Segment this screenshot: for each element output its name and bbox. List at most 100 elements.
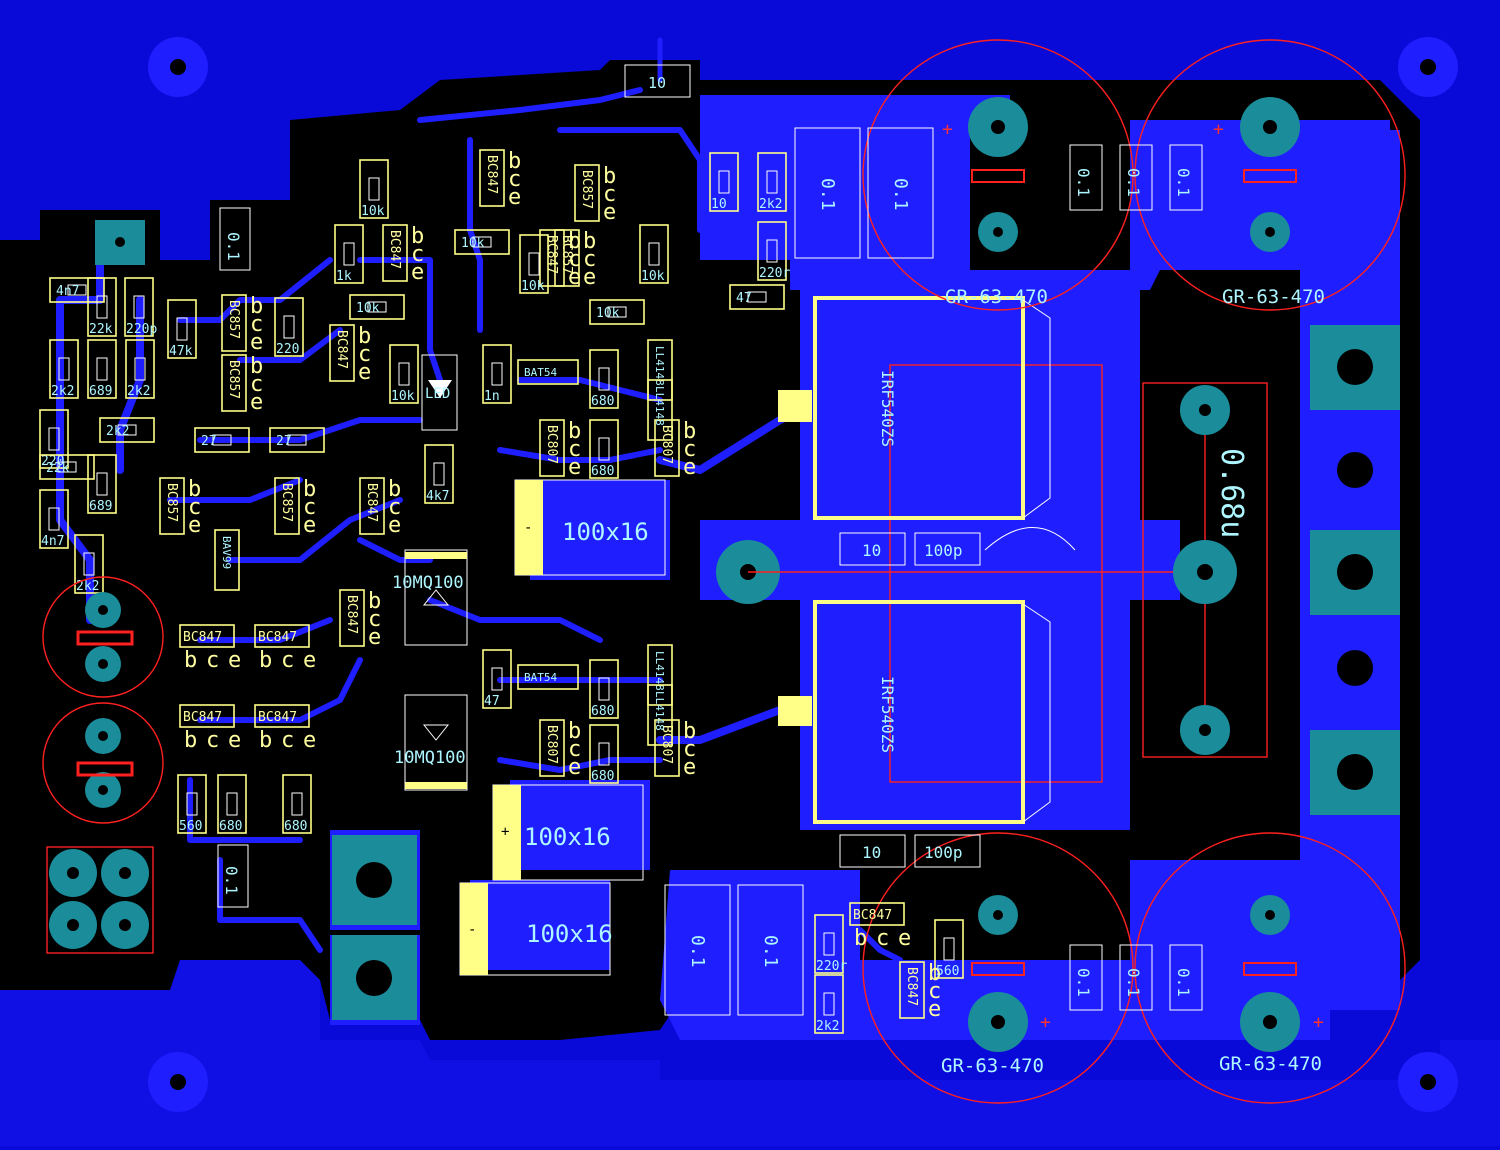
led: LED xyxy=(421,354,458,431)
resistor-label: 10k xyxy=(356,301,380,316)
film-cap-label: 0.1 xyxy=(1074,968,1093,997)
resistor-body xyxy=(598,742,610,766)
pin-letter: e xyxy=(508,185,521,210)
pin-letter: c xyxy=(683,737,696,762)
pin-letter: e xyxy=(411,260,424,285)
resistor-body xyxy=(133,295,145,319)
resistor-label: 680 xyxy=(591,394,614,409)
pin-letter: c xyxy=(250,312,263,337)
film-cap-label: 0.1 xyxy=(890,178,911,211)
resistor-body xyxy=(747,291,767,303)
transistor-outline xyxy=(574,164,600,222)
resistor-label: 10k xyxy=(521,279,545,294)
pin-letter: b xyxy=(184,728,197,753)
pin-letter: c xyxy=(568,247,581,272)
small-diode-outline xyxy=(517,664,579,690)
film-caps: 0.1 0.1 0.1 0.1 0.1 0.1 0.1 0.1 0.1 0.1 … xyxy=(217,127,1203,1016)
pin-letter: e xyxy=(568,265,581,290)
top-resistor: 10 xyxy=(624,64,691,98)
transistor-outline xyxy=(179,704,235,728)
resistor-body xyxy=(57,461,77,473)
resistor-body xyxy=(134,357,146,381)
film-cap-label: 0.1 xyxy=(687,935,708,968)
resistor-outline xyxy=(167,299,197,359)
pin-letter: c xyxy=(568,737,581,762)
pin-letter: c xyxy=(568,437,581,462)
gate-parts: 10 100p 10 100p xyxy=(839,527,1076,868)
pin-letter: c xyxy=(206,648,219,673)
pin-letter: e xyxy=(303,513,316,538)
electrolytic-cap-3: + GR-63-470 xyxy=(862,832,1134,1104)
resistor-outline xyxy=(87,339,117,399)
transistor-outline xyxy=(179,624,235,648)
cap-2-label: GR-63-470 xyxy=(1222,286,1325,308)
pin-letter: c xyxy=(411,242,424,267)
resistor-label: 4n7 xyxy=(41,534,64,549)
resistor-label: 10k xyxy=(391,389,415,404)
bulk-cap-1-polarity: - xyxy=(524,520,532,536)
resistor-label: 560 xyxy=(936,964,959,979)
pin-letter: c xyxy=(368,607,381,632)
resistor-body xyxy=(368,177,380,201)
transistor-outline xyxy=(339,589,365,647)
resistor-body xyxy=(823,992,835,1016)
resistor-label: 27 xyxy=(276,434,292,449)
transistor-label: BC857 xyxy=(279,483,294,522)
resistor-outline xyxy=(639,224,669,284)
pin-letter: e xyxy=(583,265,596,290)
transistor-label: BC857 xyxy=(579,170,594,209)
resistor-outline xyxy=(814,914,844,974)
pin-letter: e xyxy=(250,330,263,355)
pin-letter: b xyxy=(508,149,521,174)
transistor-label: BC857 xyxy=(559,235,574,274)
resistor-outline xyxy=(934,919,964,979)
small-diode-outline xyxy=(647,644,673,706)
left-small-caps xyxy=(42,576,164,824)
resistor-outline xyxy=(49,339,79,399)
transistor-outline xyxy=(654,419,680,477)
resistor-body xyxy=(212,434,232,446)
pin-letter: e xyxy=(683,455,696,480)
resistor-outline xyxy=(99,417,155,443)
resistor-outline xyxy=(334,224,364,284)
pin-letter: e xyxy=(898,926,911,951)
transistor-outline xyxy=(479,149,505,207)
resistor-label: 220r xyxy=(759,266,790,281)
resistor-label: 560 xyxy=(179,819,202,834)
resistor-outline xyxy=(87,277,117,337)
transistor-outline xyxy=(254,704,310,728)
resistor-outline xyxy=(269,427,325,453)
schottky-diodes: 10MQ100 10MQ100 xyxy=(392,549,468,791)
resistor-label: 22k xyxy=(46,461,70,476)
transistor-outline xyxy=(221,354,247,412)
pin-letter: b xyxy=(683,719,696,744)
resistor-outline xyxy=(274,297,304,357)
transistor-outline xyxy=(221,294,247,352)
resistor-outline xyxy=(49,277,105,303)
transistor-label: BC807 xyxy=(544,725,559,764)
pin-letter: b xyxy=(388,477,401,502)
cap-2-polarity: + xyxy=(1213,119,1224,140)
resistor-outline xyxy=(359,159,389,219)
pin-letter: b xyxy=(250,294,263,319)
transistor-label: BC847 xyxy=(364,483,379,522)
resistor-body xyxy=(398,362,410,386)
pin-letter: e xyxy=(250,390,263,415)
film-cap-label: 0.1 xyxy=(1124,968,1143,997)
transistor-outline xyxy=(254,624,310,648)
transistor-outline xyxy=(159,477,185,535)
resistor-label: 4n7 xyxy=(56,284,79,299)
pin-letter: e xyxy=(358,360,371,385)
resistor-outline xyxy=(177,774,207,834)
gate-resistor-1: 10 xyxy=(862,541,881,560)
pin-letter: c xyxy=(876,926,889,951)
resistor-label: 10k xyxy=(361,204,385,219)
bulk-cap-2-polarity: + xyxy=(501,824,509,840)
resistor-outline xyxy=(814,974,844,1034)
transistor-label: BC847 xyxy=(853,908,892,923)
inductor-label: 0.68u xyxy=(1214,448,1249,538)
resistor-outline xyxy=(589,349,619,409)
resistor-body xyxy=(83,552,95,576)
